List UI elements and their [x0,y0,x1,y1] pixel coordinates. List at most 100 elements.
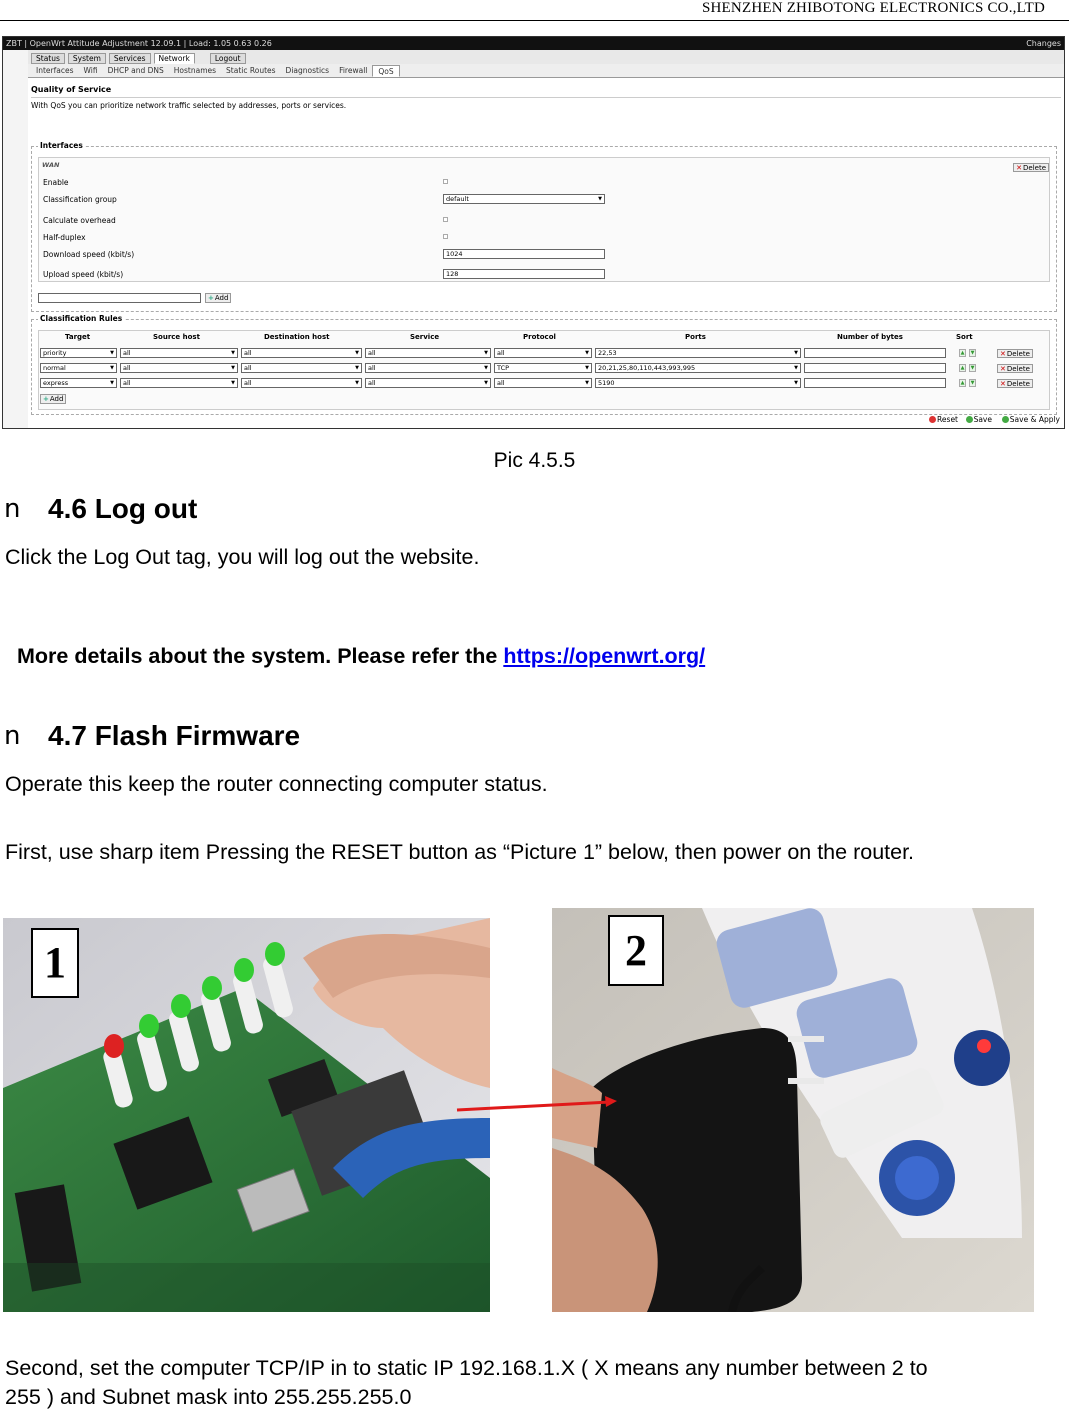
wan-section: WAN ✕Delete Enable Classification group … [38,157,1050,282]
rule-2-destination[interactable]: all [241,363,362,373]
upload-speed-label: Upload speed (kbit/s) [43,270,124,279]
menu-network[interactable]: Network [153,53,195,64]
left-strip [3,50,28,428]
tab-dhcp-dns[interactable]: DHCP and DNS [107,66,164,75]
changes-link[interactable]: Changes [1026,39,1061,48]
half-duplex-checkbox[interactable] [443,234,448,239]
add-icon: + [208,294,214,302]
classification-group-label: Classification group [43,195,117,204]
rule-3-sort-down[interactable]: ▼ [969,379,976,387]
power-adapter-illustration [552,908,1034,1312]
tab-qos[interactable]: QoS [372,65,400,77]
rule-3-protocol[interactable]: all [494,378,592,388]
rules-header-target: Target [65,333,91,341]
tab-hostnames[interactable]: Hostnames [173,66,217,75]
add-interface-button[interactable]: +Add [205,293,232,303]
bullet-46: n [4,494,21,524]
tab-static-routes[interactable]: Static Routes [226,66,276,75]
rule-1-source[interactable]: all [120,348,238,358]
interfaces-legend: Interfaces [38,141,85,150]
calculate-overhead-label: Calculate overhead [43,216,116,225]
second-text-line-1: Second, set the computer TCP/IP in to st… [5,1356,928,1380]
bullet-47: n [4,721,21,751]
rule-2-bytes[interactable] [804,363,946,373]
rule-3-source[interactable]: all [120,378,238,388]
rules-header-destination: Destination host [264,333,330,341]
red-arrow [456,1096,617,1112]
rule-2-sort-up[interactable]: ▲ [959,364,966,372]
calculate-overhead-checkbox[interactable] [443,217,448,222]
rule-1-sort-up[interactable]: ▲ [959,349,966,357]
rule-3-bytes[interactable] [804,378,946,388]
reset-button[interactable]: Reset [929,415,958,424]
openwrt-link[interactable]: https://openwrt.org/ [503,644,706,668]
wan-delete-button[interactable]: ✕Delete [1013,163,1049,172]
save-button[interactable]: Save [965,415,992,424]
new-interface-input[interactable] [38,293,201,303]
add-icon: + [43,395,49,403]
save-apply-button[interactable]: Save & Apply [1001,415,1060,424]
qos-page-title: Quality of Service [31,85,112,94]
heading-log-out: 4.6 Log out [48,493,198,524]
photo-2-badge: 2 [608,915,664,986]
rules-header-ports: Ports [685,333,706,341]
rule-1-destination[interactable]: all [241,348,362,358]
rule-1-target[interactable]: priority [40,348,117,358]
rules-header-service: Service [410,333,440,341]
rules-table: Target Source host Destination host Serv… [38,330,1050,410]
second-text-line-2: 255 ) and Subnet mask into 255.255.255.0 [5,1385,412,1409]
router-board-illustration [3,918,490,1312]
power-adapter-photo: 2 [552,908,1034,1312]
rule-2-protocol[interactable]: TCP [494,363,592,373]
rule-1-bytes[interactable] [804,348,946,358]
router-title-text: ZBT | OpenWrt Attitude Adjustment 12.09.… [6,39,272,48]
upload-speed-input[interactable]: 128 [443,269,605,279]
menu-logout[interactable]: Logout [209,53,246,64]
enable-label: Enable [43,178,69,187]
rules-header-protocol: Protocol [523,333,556,341]
classification-group-select[interactable]: default [443,194,605,204]
rule-1-protocol[interactable]: all [494,348,592,358]
rule-2-delete-button[interactable]: ✕Delete [997,364,1033,373]
title-divider [31,97,1061,98]
details-text: More details about the system. Please re… [17,644,504,668]
flash-text-1: Operate this keep the router connecting … [5,772,548,796]
add-rule-button[interactable]: +Add [40,394,67,404]
network-tabs: Interfaces Wifi DHCP and DNS Hostnames S… [28,64,1064,78]
rule-2-ports[interactable]: 20,21,25,80,110,443,993,995 [595,363,801,373]
rule-3-ports[interactable]: 5190 [595,378,801,388]
rule-3-delete-button[interactable]: ✕Delete [997,379,1033,388]
rule-1-ports[interactable]: 22,53 [595,348,801,358]
rule-2-service[interactable]: all [365,363,491,373]
photo-1-badge: 1 [31,928,79,998]
tab-diagnostics[interactable]: Diagnostics [285,66,330,75]
caption-text: Pic 4.5.5 [493,449,576,472]
main-menu: Status System Services Network Logout [28,50,1064,64]
wan-label: WAN [42,161,60,169]
rule-1-service[interactable]: all [365,348,491,358]
menu-status[interactable]: Status [31,53,65,64]
download-speed-input[interactable]: 1024 [443,249,605,259]
tab-wifi[interactable]: Wifi [83,66,98,75]
rule-2-sort-down[interactable]: ▼ [969,364,976,372]
company-header: SHENZHEN ZHIBOTONG ELECTRONICS CO.,LTD [701,0,1045,16]
rules-header-bytes: Number of bytes [837,333,903,341]
enable-checkbox[interactable] [443,179,448,184]
rule-2-source[interactable]: all [120,363,238,373]
rule-3-target[interactable]: express [40,378,117,388]
rule-1-delete-button[interactable]: ✕Delete [997,349,1033,358]
tab-interfaces[interactable]: Interfaces [36,66,74,75]
delete-icon: ✕ [1000,380,1006,388]
tab-firewall[interactable]: Firewall [339,66,368,75]
rule-2-target[interactable]: normal [40,363,117,373]
menu-system[interactable]: System [67,53,106,64]
details-note: More details about the system. Please re… [17,644,705,669]
rule-1-sort-down[interactable]: ▼ [969,349,976,357]
download-speed-label: Download speed (kbit/s) [43,250,135,259]
rules-header-source: Source host [153,333,200,341]
rule-3-service[interactable]: all [365,378,491,388]
save-apply-icon [1001,416,1009,423]
menu-services[interactable]: Services [108,53,151,64]
rule-3-sort-up[interactable]: ▲ [959,379,966,387]
rule-3-destination[interactable]: all [241,378,362,388]
